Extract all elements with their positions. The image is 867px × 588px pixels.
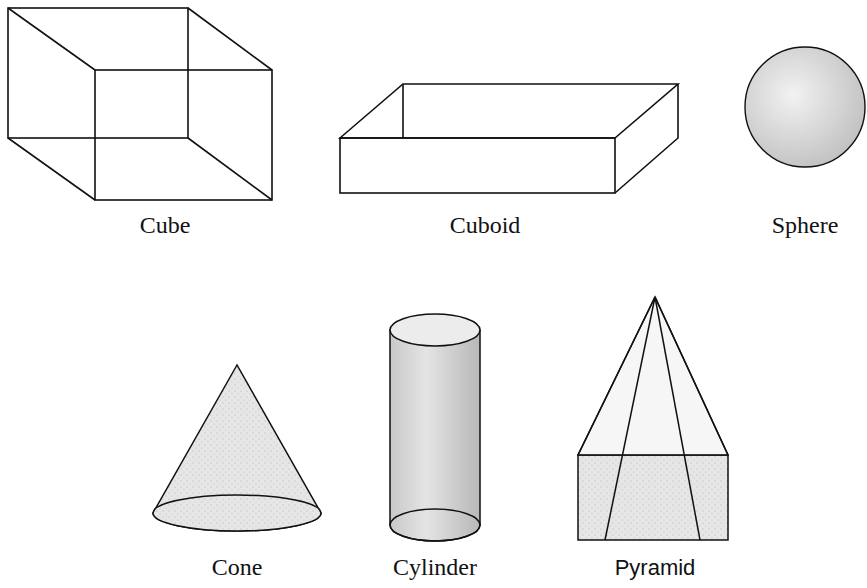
cone-drawing [153,365,321,531]
shape-name: Cylinder [393,554,477,580]
shape-name: Sphere [772,212,839,238]
shape-name: Cone [212,554,263,580]
cylinder-drawing [390,314,480,541]
shape-name: Cube [140,212,191,238]
cuboid-drawing [340,84,678,193]
sphere-drawing [745,47,865,167]
shape-name: Cuboid [450,212,521,238]
pyramid-drawing [578,297,728,540]
shape-name: Pyramid [615,556,696,580]
cube-drawing [8,8,272,200]
